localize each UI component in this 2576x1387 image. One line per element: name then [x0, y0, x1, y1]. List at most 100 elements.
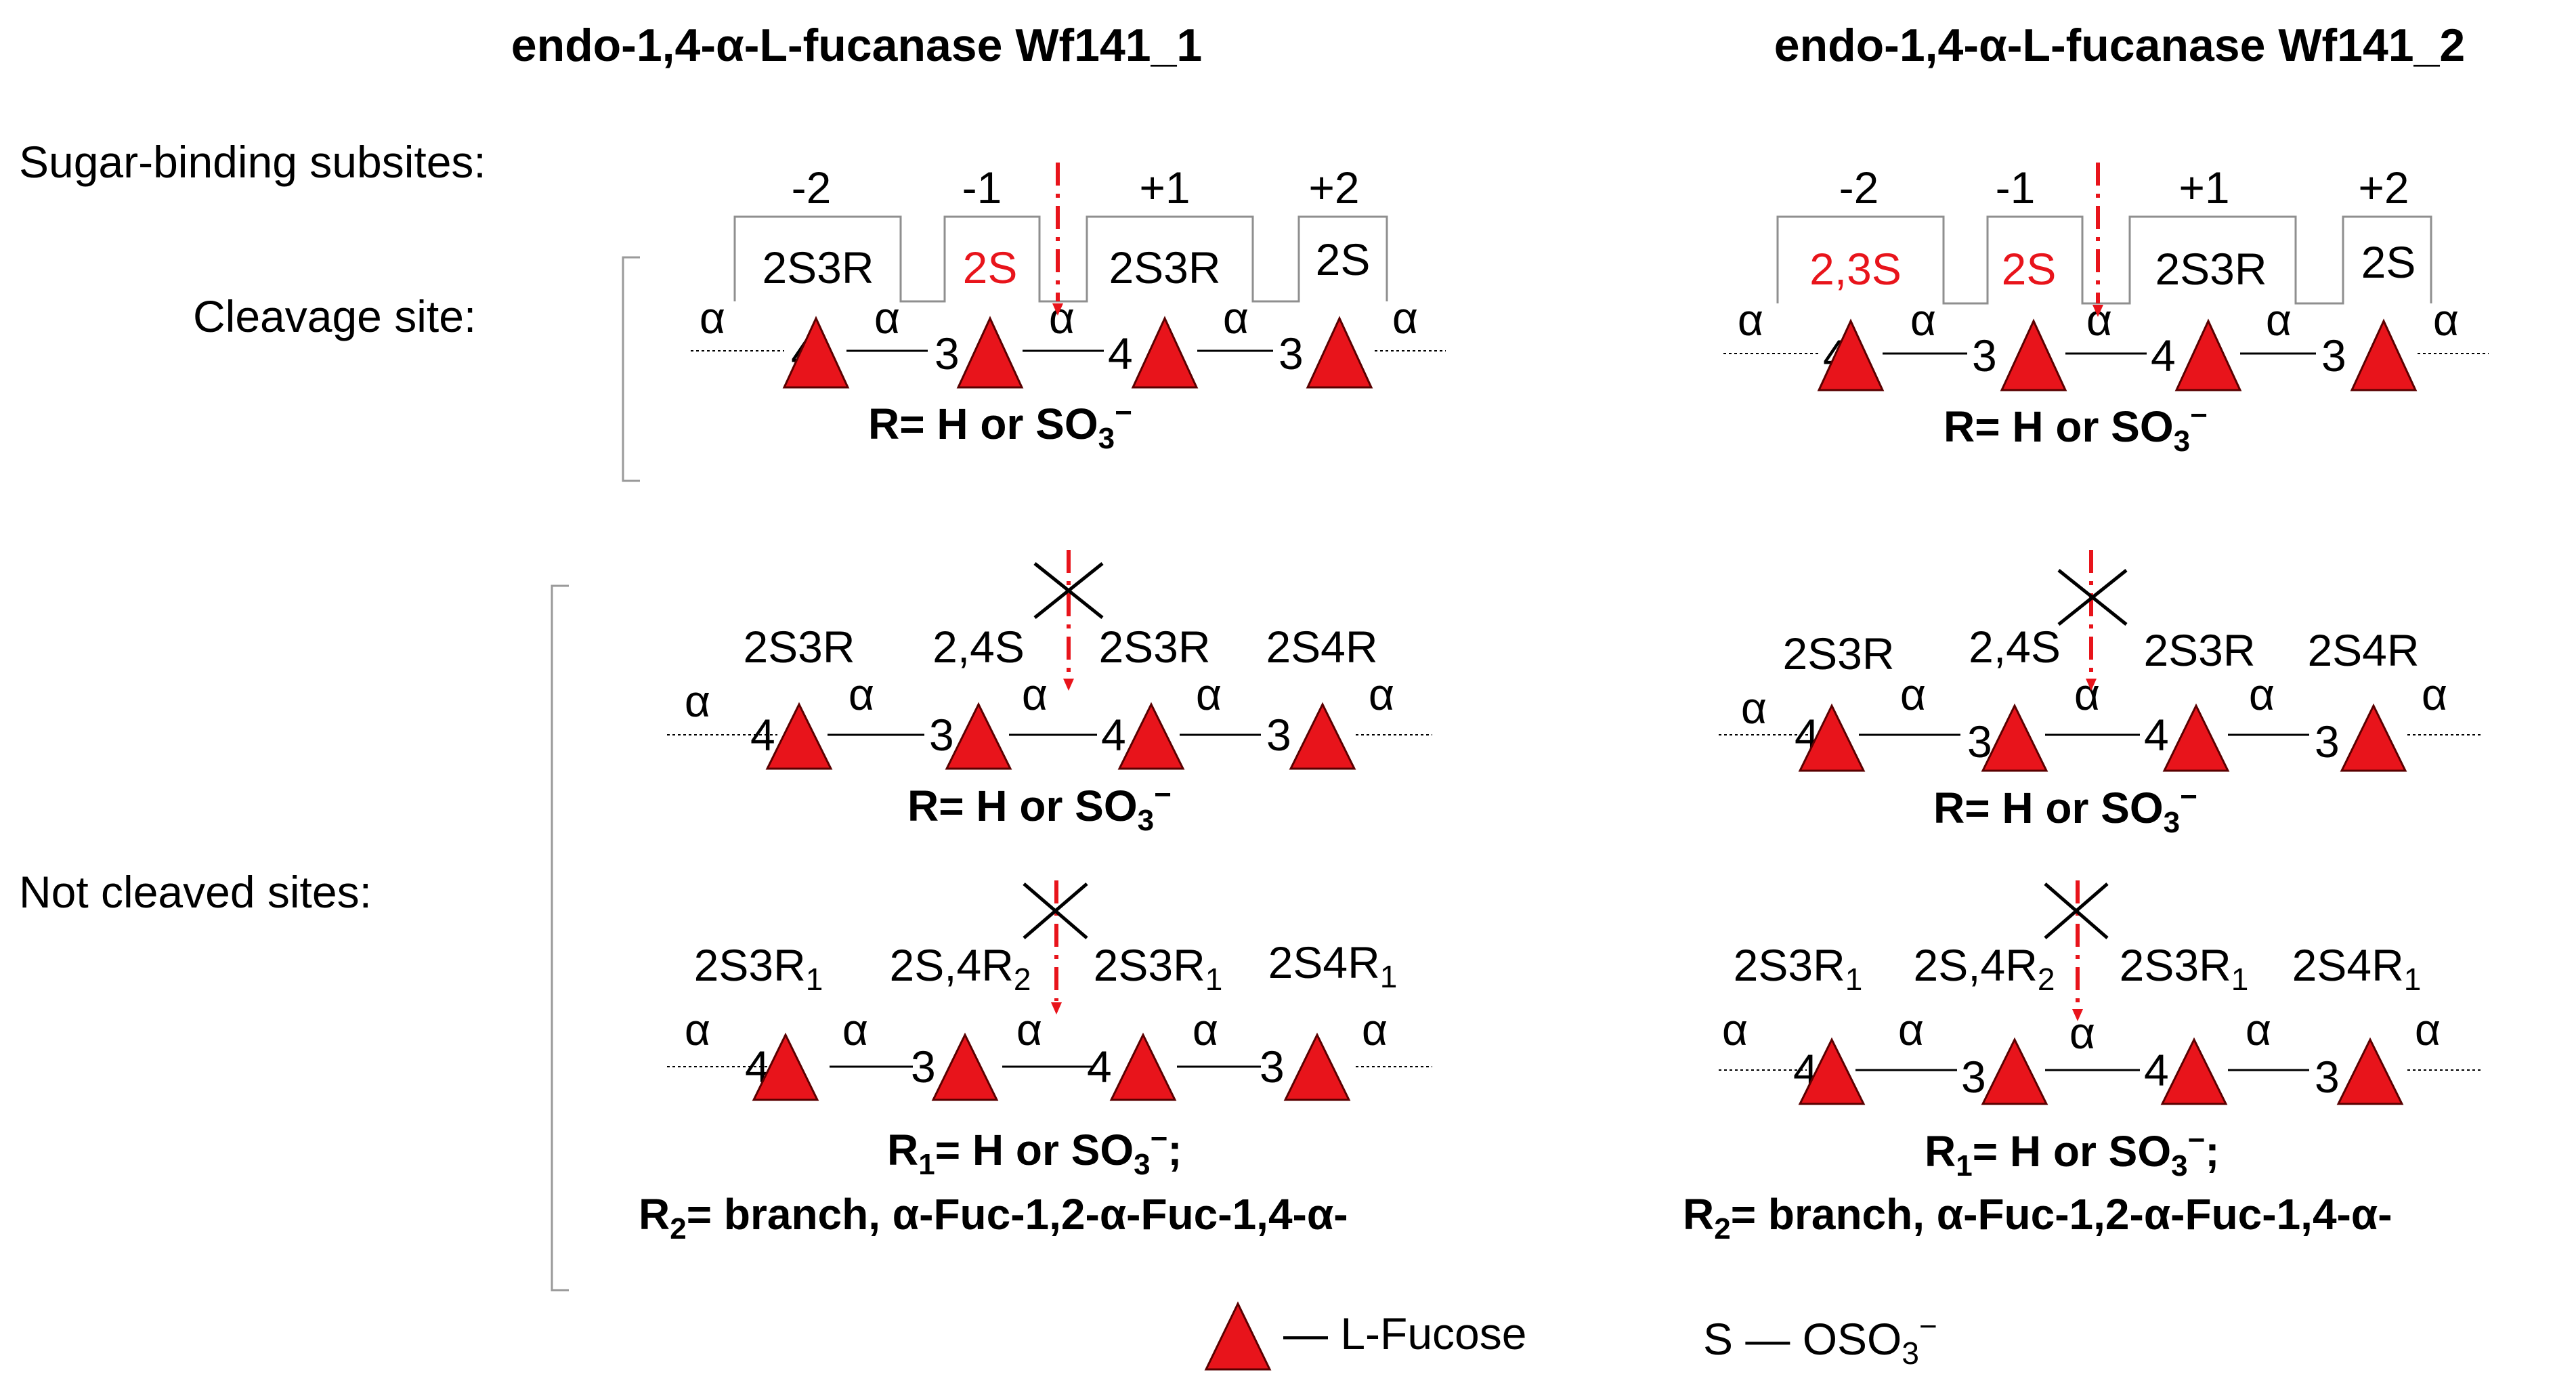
alpha-label: α	[2069, 1008, 2095, 1058]
alpha-label: α	[685, 676, 710, 726]
not-cleaved-a-left: 2S3R 2,4S 2S3R 2S4R α α α α α 4 3 4 3 R=…	[667, 550, 1432, 837]
fucose-triangle	[752, 1032, 819, 1101]
blocked-arrowhead	[1051, 1002, 1062, 1015]
subsite-label: 2S	[1316, 234, 1371, 284]
residue-label: 2S3R1	[1094, 940, 1223, 997]
header-wf141-2: endo-1,4-α-L-fucanase Wf141_2	[1774, 20, 2466, 71]
fucose-triangle	[1981, 703, 2048, 772]
position-number: 3	[1266, 710, 1291, 760]
r-definition: R= H or SO3−	[868, 396, 1132, 455]
subsite-number: +1	[1139, 163, 1190, 213]
alpha-label: α	[1193, 1004, 1218, 1054]
fucose-triangle	[1306, 316, 1373, 389]
r2-definition: R2= branch, α-Fuc-1,2-α-Fuc-1,4-α-	[1683, 1190, 2392, 1245]
alpha-label: α	[2433, 295, 2459, 345]
alpha-label: α	[2246, 1004, 2271, 1054]
blocked-arrowhead	[2086, 679, 2097, 691]
cleavage-arrowhead	[1052, 303, 1063, 316]
not-cleaved-bracket	[551, 584, 569, 1292]
alpha-label: α	[1196, 669, 1222, 719]
alpha-label: α	[849, 669, 874, 719]
alpha-label: α	[2249, 669, 2275, 719]
alpha-label: α	[1016, 1004, 1042, 1054]
residue-label: 2S3R1	[694, 940, 823, 997]
alpha-label: α	[1722, 1004, 1748, 1054]
not-cleaved-b-left: 2S3R1 2S,4R2 2S3R1 2S4R1 α α α α α 4 3 4…	[639, 880, 1432, 1245]
fucose-triangle	[765, 702, 833, 770]
alpha-label: α	[2266, 295, 2292, 345]
r-definition: R= H or SO3−	[907, 778, 1172, 837]
position-number: 4	[750, 710, 775, 760]
cleavage-right: -2 -1 +1 +2 2,3S 2S 2S3R 2S α α α α α 4 …	[1723, 163, 2489, 458]
subsite-label: 2S	[2002, 244, 2057, 294]
residue-label: 2S,4R2	[1913, 940, 2055, 997]
alpha-label: α	[2422, 669, 2447, 719]
residue-label: 2S3R	[1782, 628, 1894, 679]
position-number: 3	[911, 1042, 936, 1092]
residue-label: 2S4R1	[1268, 937, 1398, 994]
position-number: 4	[2144, 1045, 2169, 1095]
fucose-triangle	[956, 316, 1024, 389]
fucose-triangle	[782, 316, 850, 389]
position-number: 4	[2151, 330, 2176, 381]
residue-label: 2S4R	[2307, 625, 2419, 675]
position-number: 4	[1108, 328, 1133, 379]
no-cleavage-cross	[2057, 569, 2128, 626]
r2-definition: R2= branch, α-Fuc-1,2-α-Fuc-1,4-α-	[639, 1190, 1348, 1245]
residue-label: 2S3R1	[2120, 940, 2249, 997]
fucose-triangle	[2350, 318, 2418, 391]
position-number: 3	[1279, 328, 1304, 379]
fucose-triangle	[1109, 1032, 1177, 1101]
fucose-triangle	[2000, 318, 2067, 391]
blocked-arrowhead	[2072, 1009, 2083, 1021]
no-cleavage-cross	[2044, 882, 2109, 939]
fucose-triangle	[931, 1032, 999, 1101]
fucose-triangle	[1798, 703, 1866, 772]
fucose-triangle	[2162, 703, 2230, 772]
alpha-label: α	[2415, 1004, 2441, 1054]
subsite-label: 2S3R	[762, 242, 874, 293]
fucose-triangle	[1289, 702, 1356, 770]
fucose-triangle	[1817, 318, 1885, 391]
alpha-label: α	[1392, 293, 1418, 343]
subsite-label: 2S3R	[1109, 242, 1220, 293]
residue-label: 2S4R1	[2292, 940, 2422, 997]
position-number: 3	[935, 328, 960, 379]
position-number: 3	[1972, 330, 1997, 381]
subsite-label: 2S	[963, 242, 1018, 293]
legend-fucose-label: — L-Fucose	[1283, 1308, 1526, 1359]
subsite-label: 2,3S	[1809, 244, 1902, 294]
r1-definition: R1= H or SO3−;	[887, 1122, 1182, 1181]
fucose-triangle	[945, 702, 1012, 770]
alpha-label: α	[1362, 1004, 1388, 1054]
subsite-number: +2	[1308, 163, 1359, 213]
fucose-triangle	[1798, 1037, 1866, 1105]
label-sugar-binding: Sugar-binding subsites:	[19, 137, 486, 187]
subsite-number: -2	[792, 163, 832, 213]
position-number: 3	[2315, 1052, 2340, 1102]
legend-sulfate-label: S — OSO3−	[1703, 1308, 1937, 1371]
residue-label: 2S4R	[1266, 622, 1377, 672]
position-number: 3	[1961, 1052, 1986, 1102]
alpha-label: α	[1910, 295, 1936, 345]
subsite-number: +1	[2178, 163, 2229, 213]
position-number: 3	[929, 710, 954, 760]
cleavage-arrowhead	[2092, 305, 2103, 317]
subsite-number: -2	[1839, 163, 1879, 213]
header-wf141-1: endo-1,4-α-L-fucanase Wf141_1	[511, 20, 1203, 71]
subsite-box-outline	[733, 215, 1388, 303]
no-cleavage-cross	[1033, 562, 1104, 619]
subsite-number: -1	[962, 163, 1002, 213]
residue-label: 2,4S	[1969, 622, 2061, 672]
alpha-label: α	[1741, 683, 1767, 733]
not-cleaved-b-right: 2S3R1 2S,4R2 2S3R1 2S4R1 α α α α α 4 3 4…	[1683, 880, 2482, 1245]
alpha-label: α	[2074, 669, 2100, 719]
residue-label: 2S,4R2	[889, 940, 1031, 997]
fucose-triangle	[2336, 1037, 2404, 1105]
alpha-label: α	[1022, 669, 1048, 719]
alpha-label: α	[1049, 293, 1075, 343]
subsite-number: +2	[2358, 163, 2409, 213]
position-number: 4	[1101, 710, 1126, 760]
alpha-label: α	[1369, 669, 1394, 719]
